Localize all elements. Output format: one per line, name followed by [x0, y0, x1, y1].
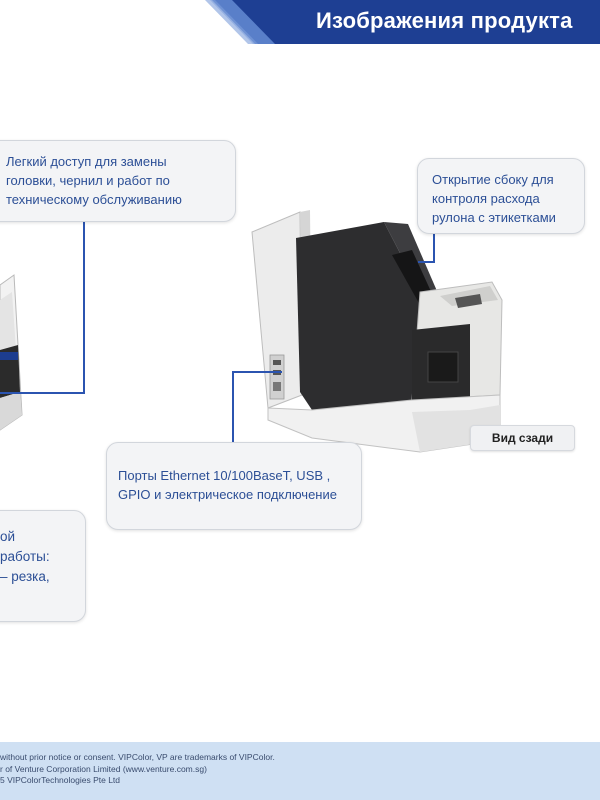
rear-view-label: Вид сзади — [470, 425, 575, 451]
printer-front-image — [0, 274, 23, 431]
printer-rear-image — [251, 210, 503, 453]
connector-lines — [0, 222, 435, 442]
rear-view-label-text: Вид сзади — [491, 431, 554, 445]
callout-ports — [106, 442, 362, 530]
footer: without prior notice or consent. VIPColo… — [0, 742, 600, 800]
header-band — [205, 0, 600, 44]
page-title: Изображения продукта — [316, 8, 573, 33]
callout-head-access — [0, 140, 236, 222]
callout-side-access — [417, 158, 585, 234]
callout-modes-text: ой работы: – резка, — [0, 529, 50, 584]
footer-trademark-line: without prior notice or consent. VIPColo… — [0, 752, 275, 762]
callout-head-access-text: Легкий доступ для замены головки, чернил… — [6, 154, 182, 207]
callout-side-access-text: Открытие сбоку для контроля расхода руло… — [432, 172, 556, 225]
callout-modes — [0, 510, 86, 622]
footer-company-line: r of Venture Corporation Limited (www.ve… — [0, 764, 207, 774]
callout-ports-text: Порты Ethernet 10/100BaseT, USB , GPIO и… — [118, 468, 337, 502]
footer-copyright-line: 5 VIPColorTechnologies Pte Ltd — [0, 775, 121, 785]
